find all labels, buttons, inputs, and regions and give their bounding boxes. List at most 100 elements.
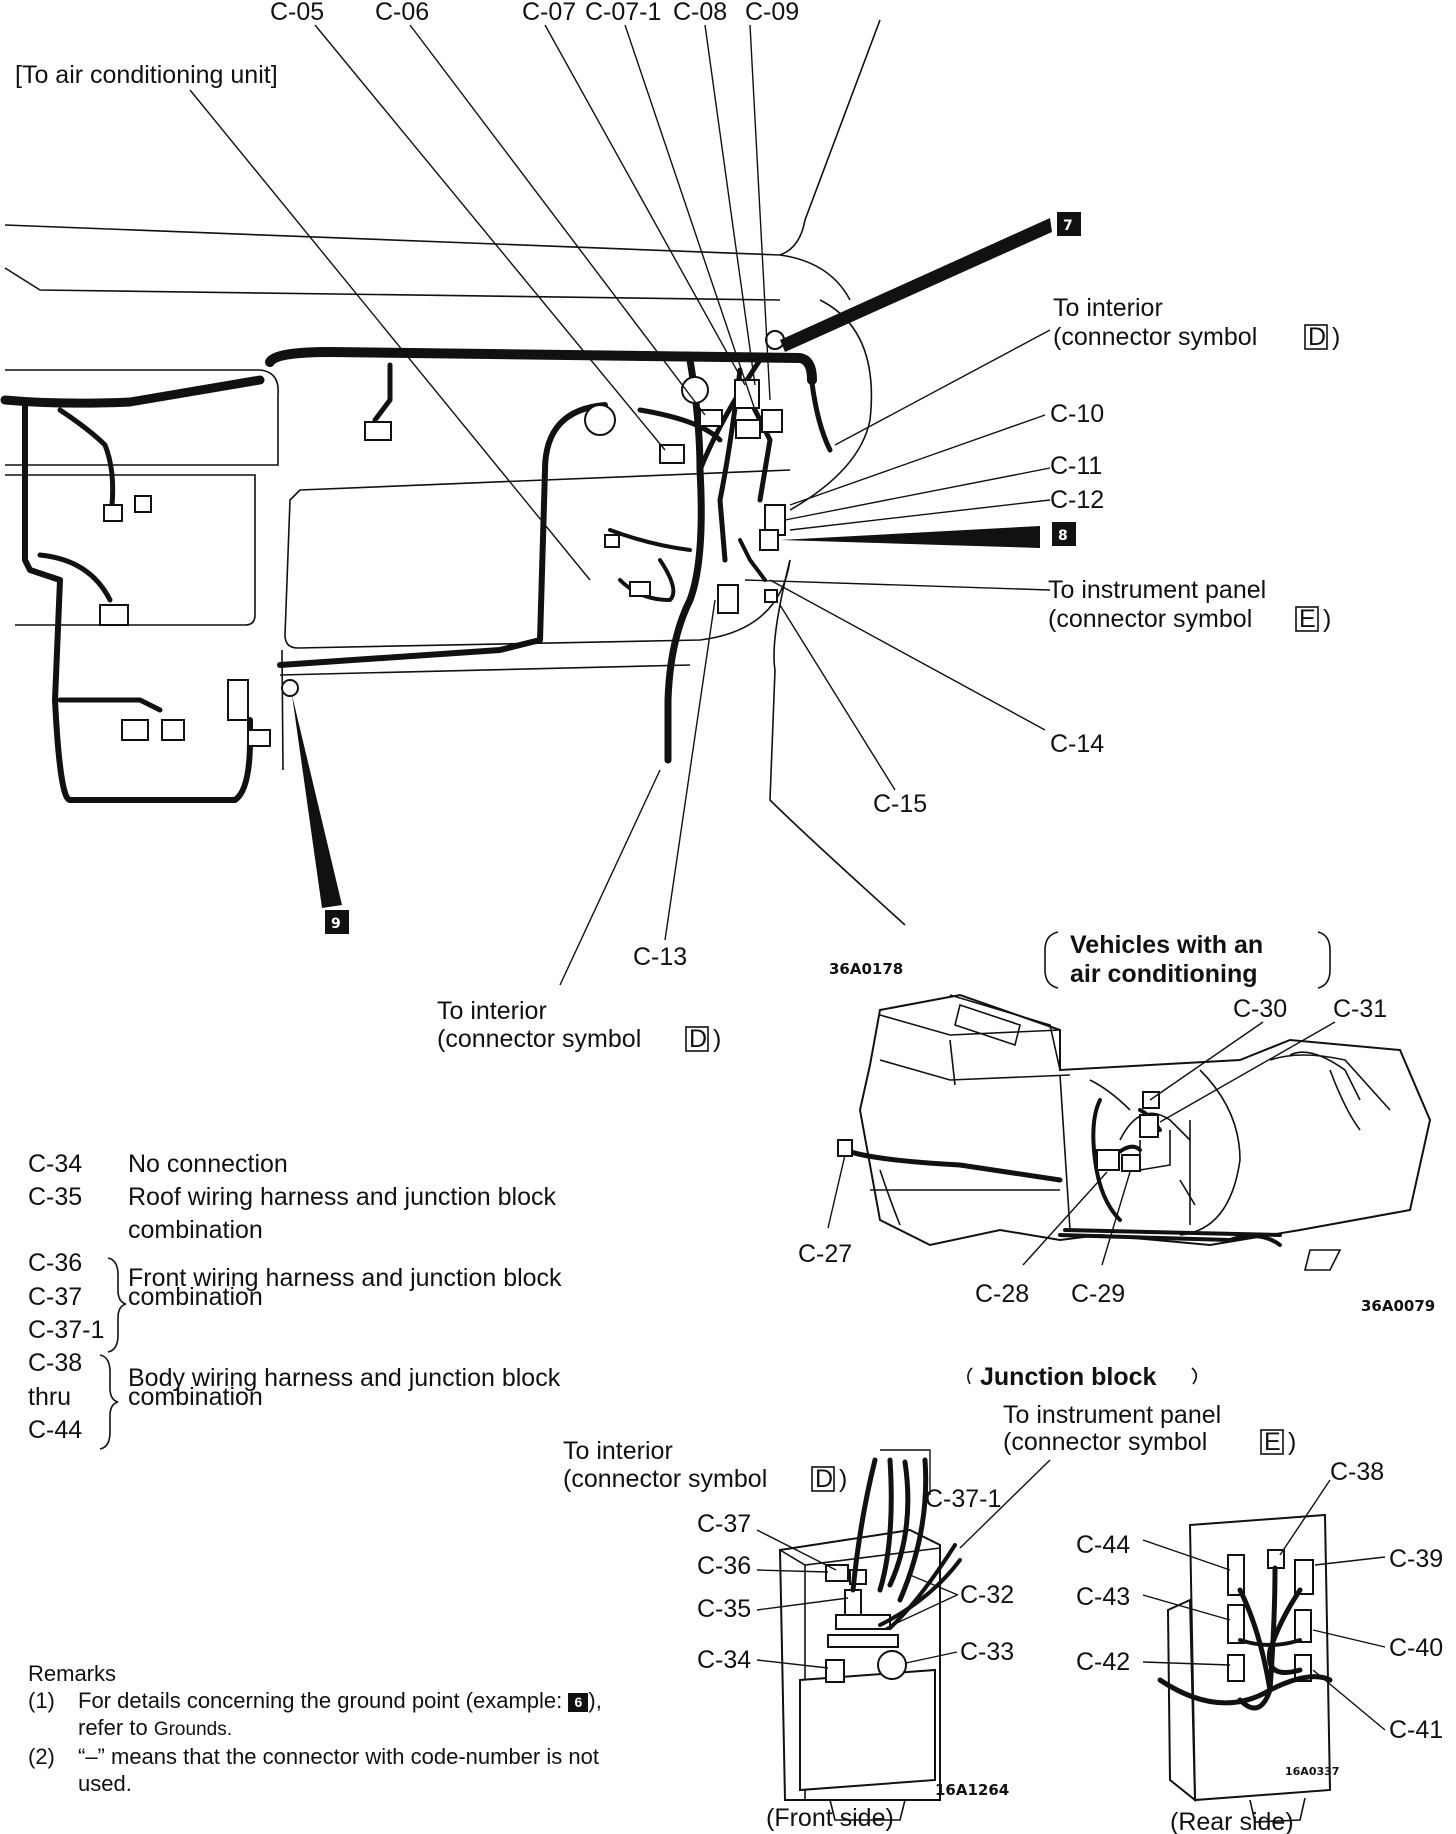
label-c12: C-12	[1050, 486, 1104, 514]
legend-desc: No connection	[128, 1150, 288, 1178]
remark-text: ),	[588, 1688, 602, 1713]
svg-text:): )	[713, 1025, 721, 1053]
label-c37-1: C-37-1	[925, 1485, 1001, 1513]
side-leaders	[559, 329, 1051, 986]
label-c06: C-06	[375, 0, 429, 26]
label-c35: C-35	[697, 1595, 751, 1623]
remark-number: (2)	[28, 1744, 55, 1769]
remark-text: used.	[78, 1771, 132, 1796]
ground-7-label: 7	[1063, 218, 1073, 234]
label-c10: C-10	[1050, 400, 1104, 428]
label-c43: C-43	[1076, 1583, 1130, 1611]
label-c07: C-07	[522, 0, 576, 26]
junction-section: Junction block To instrument panel (conn…	[563, 1363, 1443, 1834]
ground-9: 9	[292, 695, 349, 934]
label-c36: C-36	[697, 1552, 751, 1580]
ground-9-label: 9	[331, 916, 341, 932]
legend-code: C-35	[28, 1183, 83, 1211]
connector-d-label-2: (connector symbol	[437, 1025, 641, 1053]
legend-code: C-38	[28, 1349, 83, 1377]
legend-desc: combination	[128, 1283, 263, 1311]
remark-number: (1)	[28, 1688, 55, 1713]
ac-heading-line2: air conditioning	[1070, 960, 1258, 988]
junction-connector-d: (connector symbol	[563, 1465, 767, 1493]
legend-code: C-37-1	[28, 1316, 105, 1344]
connector-d-label-1: (connector symbol	[1053, 323, 1257, 351]
legend: C-34 No connection C-35 Roof wiring harn…	[28, 1148, 668, 1447]
legend-code: C-44	[28, 1416, 83, 1444]
symbol-d-1: D	[1308, 323, 1326, 351]
top-leaders	[189, 24, 771, 581]
figure-code-rear: 16A0337	[1285, 1765, 1339, 1778]
label-c44: C-44	[1076, 1531, 1130, 1559]
legend-row-c34: C-34 No connection	[28, 1148, 668, 1181]
junction-symbol-e: E	[1264, 1428, 1281, 1456]
legend-row-c36-desc: Front wiring harness and junction block	[28, 1262, 668, 1295]
legend-code: C-36	[28, 1249, 83, 1277]
label-c13: C-13	[633, 943, 687, 971]
junction-to-interior: To interior	[563, 1437, 673, 1465]
rear-caption: (Rear side)	[1170, 1808, 1294, 1834]
label-c37: C-37	[697, 1510, 751, 1538]
label-c41: C-41	[1389, 1716, 1443, 1744]
legend-row-c35: C-35 Roof wiring harness and junction bl…	[28, 1181, 668, 1214]
connector-e-label-1: (connector symbol	[1048, 605, 1252, 633]
legend-code: C-34	[28, 1150, 83, 1178]
remarks-title: Remarks	[28, 1661, 117, 1686]
label-c07-1: C-07-1	[585, 0, 661, 26]
label-c29: C-29	[1071, 1280, 1125, 1308]
label-c38: C-38	[1330, 1458, 1384, 1486]
ac-heading-line1: Vehicles with an	[1070, 931, 1263, 959]
remark-text: “–” means that the connector with code-n…	[78, 1744, 599, 1769]
legend-desc: combination	[128, 1383, 263, 1411]
label-c11: C-11	[1050, 452, 1102, 480]
label-ac-unit: [To air conditioning unit]	[15, 61, 278, 89]
symbol-e-1: E	[1299, 605, 1316, 633]
legend-braces	[99, 1257, 127, 1450]
label-c15: C-15	[873, 790, 927, 818]
ground-8: 8	[780, 522, 1076, 548]
figure-code-front: 16A1264	[935, 1781, 1009, 1799]
dashboard-outline	[4, 19, 906, 926]
ground-8-label: 8	[1058, 528, 1068, 544]
label-c34: C-34	[697, 1646, 751, 1674]
label-c31: C-31	[1333, 995, 1387, 1023]
legend-row-c38: C-38	[28, 1347, 668, 1380]
legend-row-c38-desc: Body wiring harness and junction block	[28, 1362, 668, 1395]
legend-desc: Roof wiring harness and junction block	[128, 1183, 557, 1211]
label-c05: C-05	[270, 0, 324, 26]
remark-1: (1) For details concerning the ground po…	[28, 1687, 718, 1743]
side-labels: To interior (connector symbol D ) C-10 C…	[437, 294, 1340, 1053]
label-c32: C-32	[960, 1581, 1014, 1609]
to-interior-label-1: To interior	[1053, 294, 1163, 322]
legend-desc: combination	[128, 1216, 263, 1244]
svg-text:): )	[1332, 323, 1340, 351]
remarks: Remarks (1) For details concerning the g…	[28, 1660, 718, 1797]
label-c39: C-39	[1389, 1545, 1443, 1573]
to-instrument-label-1: To instrument panel	[1048, 576, 1266, 604]
remark-text: For details concerning the ground point …	[78, 1688, 563, 1713]
ground-example-icon: 6	[568, 1692, 589, 1712]
junction-connector-e: (connector symbol	[1003, 1428, 1207, 1456]
label-c33: C-33	[960, 1638, 1014, 1666]
to-interior-label-2: To interior	[437, 997, 547, 1025]
ground-7: 7	[780, 212, 1081, 352]
legend-desc: Front wiring harness and junction block	[128, 1264, 562, 1292]
label-c30: C-30	[1233, 995, 1287, 1023]
svg-text:): )	[1288, 1428, 1296, 1456]
legend-desc: Body wiring harness and junction block	[128, 1364, 561, 1392]
junction-heading: Junction block	[980, 1363, 1157, 1391]
legend-row-c36: C-36	[28, 1247, 668, 1280]
svg-text:): )	[1323, 605, 1331, 633]
label-c08: C-08	[673, 0, 727, 26]
legend-code: thru	[28, 1383, 72, 1411]
remark-text: refer to	[78, 1715, 148, 1740]
label-c28: C-28	[975, 1280, 1029, 1308]
label-c27: C-27	[798, 1240, 852, 1268]
label-c42: C-42	[1076, 1648, 1130, 1676]
grounds-link[interactable]: Grounds.	[153, 1719, 232, 1740]
legend-row-thru: thru combination	[28, 1381, 668, 1414]
legend-row-c35-b: combination	[28, 1214, 668, 1247]
front-caption: (Front side)	[766, 1804, 894, 1832]
